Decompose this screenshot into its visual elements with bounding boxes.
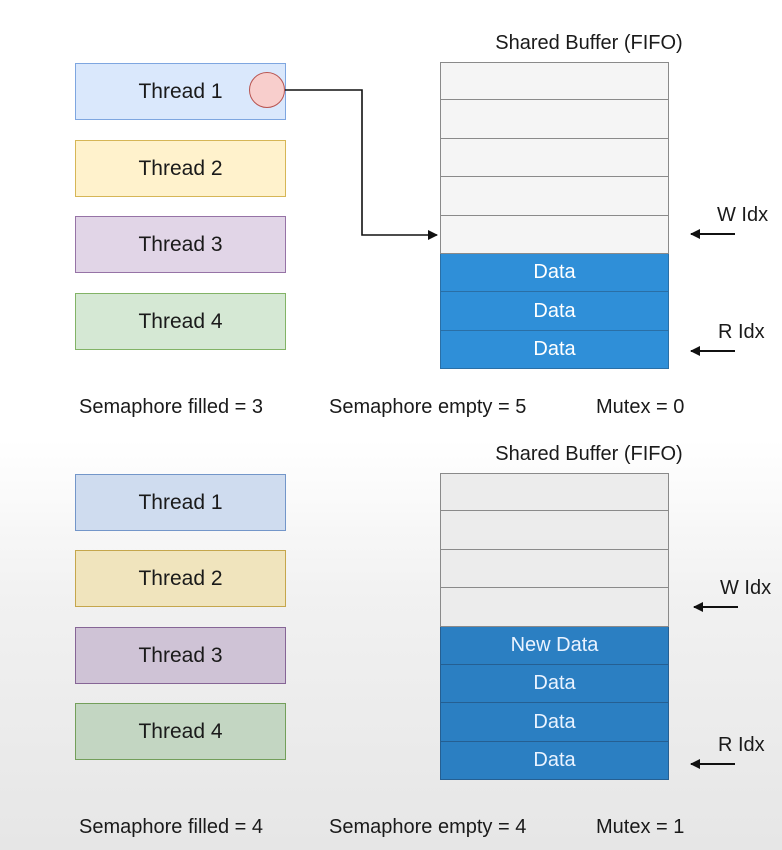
bottom-thread-1: Thread 1 bbox=[75, 474, 286, 531]
bottom-buffer-cell-3 bbox=[440, 549, 669, 589]
top-thread-3: Thread 3 bbox=[75, 216, 286, 273]
bottom-semaphore-empty: Semaphore empty = 4 bbox=[329, 816, 527, 838]
circle-lock-icon bbox=[249, 72, 285, 108]
bottom-buffer-cell-4 bbox=[440, 588, 669, 627]
bottom-buffer-cell-8: Data bbox=[440, 741, 669, 781]
top-buffer-cell-4 bbox=[440, 177, 669, 216]
top-buffer-cell-3 bbox=[440, 138, 669, 178]
bottom-buffer-title: Shared Buffer (FIFO) bbox=[495, 443, 683, 465]
bottom-buffer-cell-7: Data bbox=[440, 703, 669, 742]
bottom-buffer-cell-5: New Data bbox=[440, 626, 669, 665]
top-buffer-cell-5 bbox=[440, 215, 669, 254]
bottom-shared-buffer: New Data Data Data Data bbox=[440, 473, 669, 781]
top-semaphore-filled: Semaphore filled = 3 bbox=[79, 396, 264, 418]
bottom-r-idx-label: R Idx bbox=[718, 734, 765, 756]
top-mutex: Mutex = 0 bbox=[596, 396, 685, 418]
top-thread-4: Thread 4 bbox=[75, 293, 286, 350]
thread1-write-arrow bbox=[285, 89, 438, 240]
top-buffer-cell-1 bbox=[440, 62, 669, 101]
top-shared-buffer: Data Data Data bbox=[440, 62, 669, 370]
bottom-buffer-cell-1 bbox=[440, 473, 669, 512]
bottom-semaphore-filled: Semaphore filled = 4 bbox=[79, 816, 264, 838]
top-buffer-title: Shared Buffer (FIFO) bbox=[495, 32, 683, 54]
top-buffer-cell-6: Data bbox=[440, 253, 669, 293]
top-buffer-cell-8: Data bbox=[440, 330, 669, 370]
bottom-thread-2: Thread 2 bbox=[75, 550, 286, 607]
bottom-buffer-cell-2 bbox=[440, 511, 669, 550]
bottom-mutex: Mutex = 1 bbox=[596, 816, 685, 838]
top-w-idx-label: W Idx bbox=[717, 204, 769, 226]
bottom-w-idx-label: W Idx bbox=[720, 577, 772, 599]
top-r-idx-label: R Idx bbox=[718, 321, 765, 343]
bottom-thread-3: Thread 3 bbox=[75, 627, 286, 684]
top-buffer-cell-2 bbox=[440, 100, 669, 139]
bottom-buffer-cell-6: Data bbox=[440, 664, 669, 704]
bottom-thread-4: Thread 4 bbox=[75, 703, 286, 760]
top-buffer-cell-7: Data bbox=[440, 292, 669, 331]
top-semaphore-empty: Semaphore empty = 5 bbox=[329, 396, 527, 418]
top-thread-2: Thread 2 bbox=[75, 140, 286, 197]
